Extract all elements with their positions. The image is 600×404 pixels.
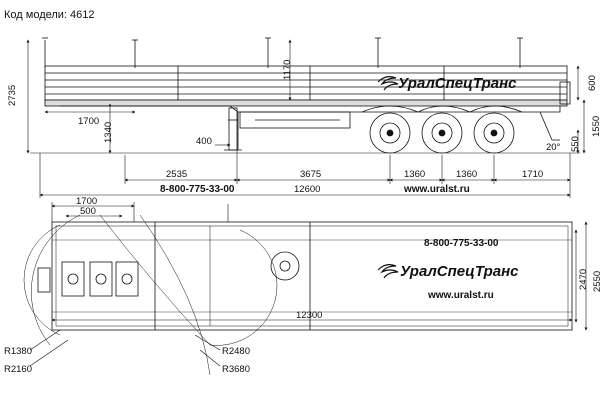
axle-block bbox=[37, 261, 139, 297]
turning-radii bbox=[23, 214, 278, 376]
dim-width-1700: 1700 bbox=[78, 116, 99, 127]
dim-top-500: 500 bbox=[80, 206, 96, 217]
brand-logo-top: УралСпецТранс bbox=[377, 263, 519, 280]
site-side: www.uralst.ru bbox=[403, 184, 470, 195]
site-top: www.uralst.ru bbox=[427, 290, 494, 301]
phone-top: 8-800-775-33-00 bbox=[424, 238, 499, 249]
radius-r2160: R2160 bbox=[4, 364, 32, 375]
frame-box bbox=[239, 111, 351, 129]
spare-wheel bbox=[270, 251, 300, 281]
dim-angle: 20° bbox=[546, 142, 561, 153]
dim-seg-1: 2535 bbox=[166, 169, 187, 180]
model-code-label: Код модели: 4612 bbox=[4, 9, 95, 21]
dim-height-1340: 1340 bbox=[103, 122, 114, 143]
dim-seg-2: 3675 bbox=[300, 169, 321, 180]
wheel-set bbox=[361, 105, 523, 154]
brand-name-side: УралСпецТранс bbox=[398, 75, 517, 92]
dim-top-length: 12300 bbox=[296, 310, 322, 321]
dim-seg-4: 1360 bbox=[456, 169, 477, 180]
platform-outline bbox=[51, 221, 573, 331]
side-view bbox=[30, 37, 580, 154]
brand-name-top: УралСпецТранс bbox=[400, 263, 519, 280]
radius-r3680: R3680 bbox=[222, 364, 250, 375]
dim-height-1170: 1170 bbox=[282, 60, 293, 80]
dim-top-2470: 2470 bbox=[578, 269, 589, 290]
dim-seg-3: 1360 bbox=[404, 169, 425, 180]
dim-top-1700: 1700 bbox=[76, 196, 97, 207]
radius-r1380: R1380 bbox=[4, 346, 32, 357]
dim-600: 600 bbox=[587, 75, 598, 91]
top-view bbox=[23, 214, 573, 376]
dim-550: 550 bbox=[570, 136, 581, 152]
radius-r2480: R2480 bbox=[222, 346, 250, 357]
dim-top-2550: 2550 bbox=[592, 271, 600, 292]
dim-400: 400 bbox=[196, 136, 212, 147]
dim-height-total: 2735 bbox=[7, 85, 18, 106]
dim-1550: 1550 bbox=[591, 116, 600, 137]
dim-seg-5: 1710 bbox=[522, 169, 543, 180]
brand-logo-side: УралСпецТранс bbox=[377, 75, 517, 92]
phone-side: 8-800-775-33-00 bbox=[160, 184, 235, 195]
dim-total-length: 12600 bbox=[294, 184, 320, 195]
landing-gear bbox=[228, 107, 238, 151]
stakes bbox=[42, 37, 523, 68]
